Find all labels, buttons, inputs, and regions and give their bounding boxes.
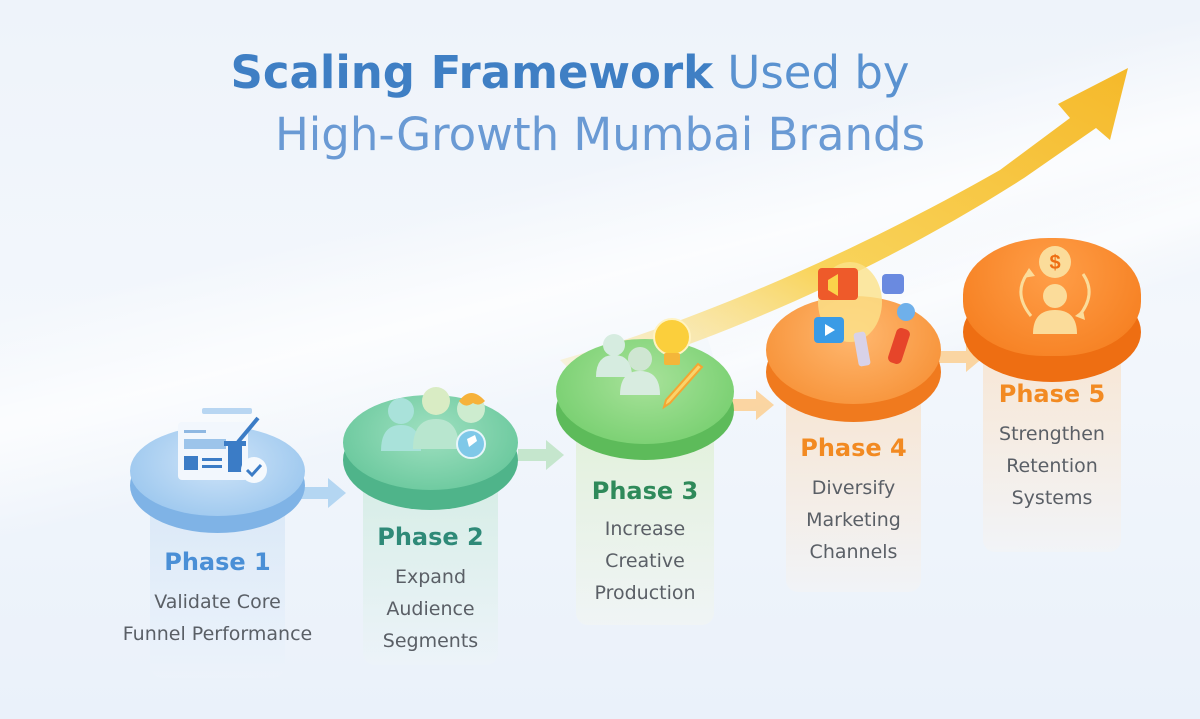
desc-line: Strengthen bbox=[999, 423, 1105, 445]
phase-label: Phase 5 bbox=[998, 380, 1106, 408]
desc-line: Validate Core bbox=[154, 591, 281, 613]
title-rest: Used by bbox=[727, 46, 910, 99]
title-bold: Scaling Framework bbox=[230, 46, 714, 99]
desc-line: Retention bbox=[1006, 455, 1098, 477]
phase-label: Phase 4 bbox=[800, 434, 907, 462]
desc-line: Production bbox=[594, 582, 696, 604]
phase-description: Increase Creative Production bbox=[546, 513, 744, 609]
arrow-right-icon bbox=[728, 390, 774, 420]
phase-label: Phase 1 bbox=[164, 548, 271, 576]
desc-line: Marketing bbox=[806, 509, 901, 531]
phase-description: Strengthen Retention Systems bbox=[953, 418, 1151, 514]
page-title: Scaling Framework Used by High-Growth Mu… bbox=[0, 42, 1200, 166]
creative-lightbulb-icon bbox=[596, 318, 704, 410]
arrow-right-icon bbox=[518, 440, 564, 470]
phase-description: Expand Audience Segments bbox=[333, 561, 528, 657]
desc-line: Creative bbox=[605, 550, 685, 572]
phase-description: Diversify Marketing Channels bbox=[756, 472, 951, 568]
phase-1-card: Phase 1 Validate Core Funnel Performance bbox=[123, 408, 312, 678]
desc-line: Segments bbox=[382, 630, 479, 652]
audience-group-icon bbox=[381, 387, 486, 459]
phase-5-card: $ Phase 5 Strengthen Retention Systems bbox=[963, 232, 1141, 552]
phase-3-card: Phase 3 Increase Creative Production bbox=[556, 318, 734, 625]
funnel-checklist-icon bbox=[178, 408, 267, 483]
desc-line: Funnel Performance bbox=[122, 623, 313, 645]
phase-description: Validate Core Funnel Performance bbox=[120, 586, 315, 650]
desc-line: Expand bbox=[394, 566, 467, 588]
phase-4-card: Phase 4 Diversify Marketing Channels bbox=[766, 262, 941, 592]
desc-line: Channels bbox=[809, 541, 898, 563]
desc-line: Diversify bbox=[811, 477, 896, 499]
title-line-1: Scaling Framework Used by bbox=[0, 42, 1200, 104]
svg-text:$: $ bbox=[1049, 252, 1060, 274]
desc-line: Audience bbox=[386, 598, 475, 620]
retention-cycle-icon: $ bbox=[1019, 246, 1091, 334]
desc-line: Increase bbox=[604, 518, 686, 540]
marketing-channels-icon bbox=[814, 262, 915, 367]
desc-line: Systems bbox=[1011, 487, 1093, 509]
title-line-2: High-Growth Mumbai Brands bbox=[274, 108, 926, 161]
phase-label: Phase 3 bbox=[591, 477, 699, 505]
phase-label: Phase 2 bbox=[377, 523, 484, 551]
arrow-right-icon bbox=[300, 478, 346, 508]
phase-2-card: Phase 2 Expand Audience Segments bbox=[343, 385, 518, 665]
